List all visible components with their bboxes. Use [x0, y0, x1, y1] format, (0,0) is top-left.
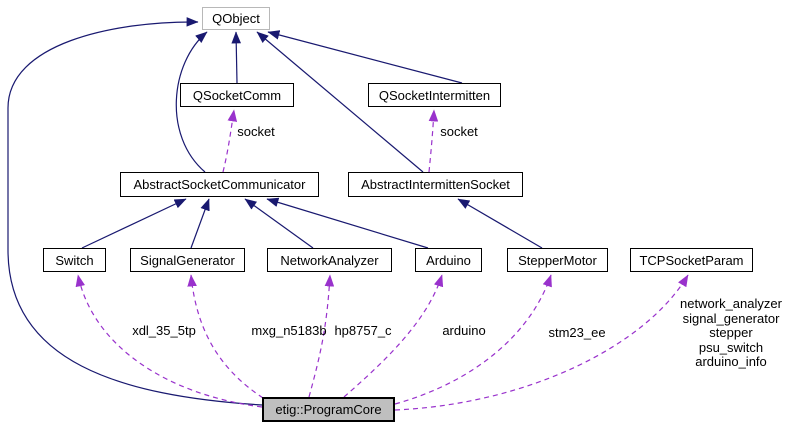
edge-qsocketintermitten-to-qobject [267, 30, 463, 84]
edge-programcore-to-tcpsocketparam [394, 274, 689, 411]
edge-networkanalyzer-to-abstractsocketcommunicator [244, 198, 314, 249]
edge-signalgenerator-to-abstractsocketcommunicator [190, 198, 210, 249]
edge-label-line: signal_generator [682, 310, 780, 326]
node-networkanalyzer[interactable]: NetworkAnalyzer [267, 248, 392, 272]
edge-label-line: arduino_info [695, 354, 767, 369]
edge-label-line: stepper [709, 325, 753, 340]
edge-label-arduino: arduino [442, 323, 486, 338]
edge-label-tcpsocketparam-members: network_analyzer signal_generator steppe… [680, 296, 782, 370]
edge-abstractsocketcommunicator-socket-qsocketcomm [222, 109, 238, 173]
edge-programcore-to-qobject [7, 17, 263, 406]
edge-abstractintermittensocket-socket-qsocketintermitten [428, 109, 439, 173]
node-arduino[interactable]: Arduino [415, 248, 482, 272]
node-qsocketintermitten[interactable]: QSocketIntermitten [368, 83, 501, 107]
edge-label-stm23-ee: stm23_ee [548, 325, 606, 340]
edge-label-socket-comm: socket [237, 124, 275, 139]
edge-abstractsocketcommunicator-to-qobject [175, 31, 208, 173]
edge-abstractintermittensocket-to-qobject [256, 31, 424, 173]
edge-label-line: psu_switch [698, 339, 764, 355]
edge-programcore-to-switch [75, 274, 263, 408]
edge-qsocketcomm-to-qobject [231, 31, 242, 84]
node-tcpsocketparam[interactable]: TCPSocketParam [630, 248, 753, 272]
edge-programcore-to-signalgenerator [187, 274, 264, 399]
node-switch[interactable]: Switch [43, 248, 106, 272]
edge-programcore-to-steppermotor [394, 274, 552, 405]
edge-steppermotor-to-abstractintermittensocket [457, 198, 543, 249]
edge-arduino-to-abstractsocketcommunicator [266, 197, 429, 249]
edge-label-line: network_analyzer [680, 296, 782, 311]
node-qsocketcomm[interactable]: QSocketComm [180, 83, 294, 107]
node-signalgenerator[interactable]: SignalGenerator [130, 248, 245, 272]
edge-label-mxg-n5183b: mxg_n5183b [251, 323, 327, 338]
edge-label-xdl-35-5tp: xdl_35_5tp [132, 323, 196, 338]
edge-programcore-to-arduino [343, 274, 444, 398]
node-abstractsocketcommunicator[interactable]: AbstractSocketCommunicator [120, 172, 319, 197]
node-abstractintermittensocket[interactable]: AbstractIntermittenSocket [348, 172, 523, 197]
edge-switch-to-abstractsocketcommunicator [81, 198, 187, 249]
node-steppermotor[interactable]: StepperMotor [507, 248, 608, 272]
node-programcore: etig::ProgramCore [262, 397, 395, 422]
edge-label-socket-intermitten: socket [440, 124, 478, 139]
edge-label-hp8757-c: hp8757_c [334, 323, 392, 338]
node-qobject: QObject [202, 7, 270, 30]
edge-programcore-to-networkanalyzer [308, 274, 335, 398]
